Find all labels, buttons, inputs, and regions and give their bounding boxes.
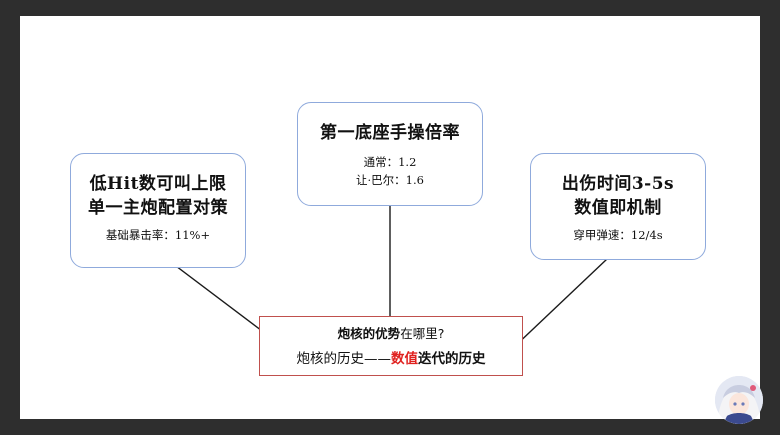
slide: 低Hit数可叫上限 单一主炮配置对策 基础暴击率：11%+ 第一底座手操倍率 通…: [20, 16, 760, 419]
center-line-2-a: 炮核的历史——: [296, 351, 392, 367]
center-line-2: 炮核的历史——数值迭代的历史: [260, 348, 522, 370]
avatar-image: [715, 376, 763, 424]
center-line-1-a: 炮核的: [337, 326, 376, 341]
anime-avatar-icon: [715, 376, 763, 424]
right-box-title-1: 出伤时间3-5s: [561, 174, 675, 194]
right-box: 出伤时间3-5s 数值即机制 穿甲弹速：12/4s: [530, 153, 706, 260]
left-box-title-2: 单一主炮配置对策: [88, 198, 228, 218]
center-line-2-c: 迭代的历史: [418, 351, 486, 367]
right-box-note: 穿甲弹速：12/4s: [573, 228, 663, 242]
center-line-1-c: 在哪里?: [400, 326, 445, 341]
left-box-note: 基础暴击率：11%+: [105, 228, 211, 242]
right-box-title-2: 数值即机制: [574, 198, 662, 218]
center-line-1: 炮核的优势在哪里?: [260, 324, 522, 344]
connector-right: [511, 258, 608, 350]
connector-left: [159, 253, 275, 341]
top-box-title: 第一底座手操倍率: [320, 123, 460, 143]
left-box: 低Hit数可叫上限 单一主炮配置对策 基础暴击率：11%+: [70, 153, 246, 268]
top-box-line-1: 通常：1.2: [363, 155, 417, 169]
center-line-1-b: 优势: [375, 326, 401, 341]
left-box-title-1: 低Hit数可叫上限: [89, 174, 227, 194]
top-box-line-2: 让·巴尔：1.6: [356, 173, 424, 187]
center-line-2-highlight: 数值: [391, 351, 418, 367]
center-box: 炮核的优势在哪里? 炮核的历史——数值迭代的历史: [259, 316, 523, 376]
top-box: 第一底座手操倍率 通常：1.2 让·巴尔：1.6: [297, 102, 483, 206]
connector-lines: [159, 206, 608, 350]
